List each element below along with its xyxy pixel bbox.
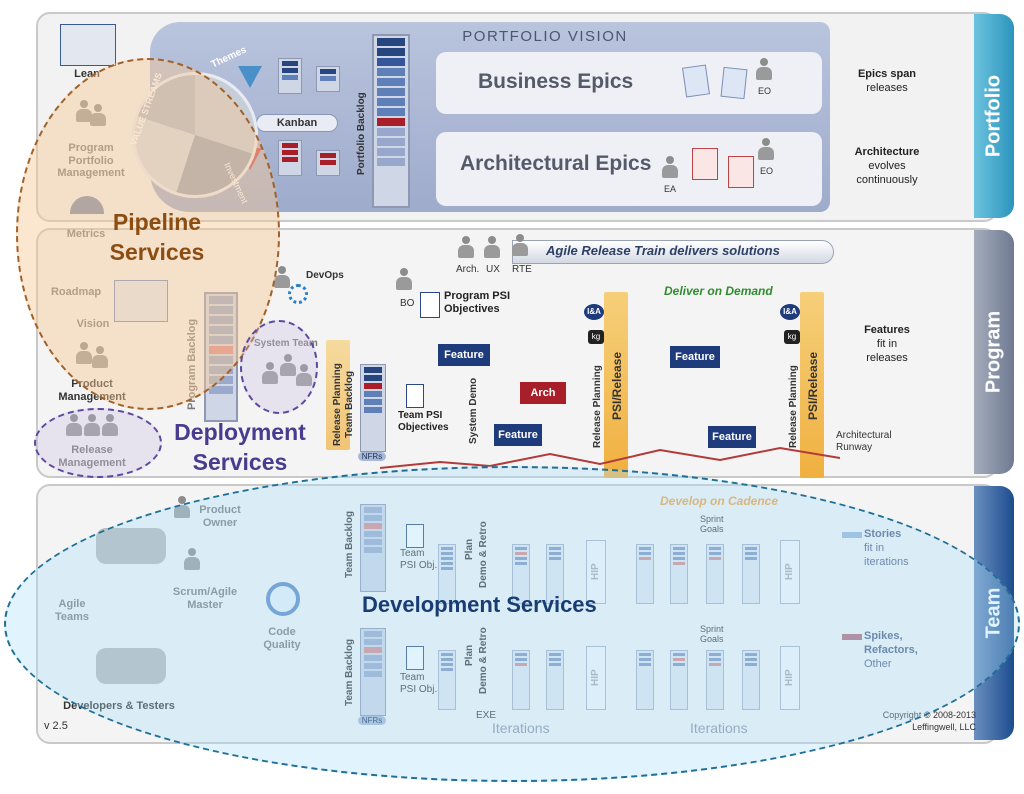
version-label: v 2.5 (44, 720, 68, 732)
devops-person-icon (274, 266, 290, 288)
business-epic-document-icon (682, 64, 710, 98)
deliver-on-demand-label: Deliver on Demand (664, 284, 773, 298)
pipeline-services-ring (16, 58, 280, 410)
portfolio-tab: Portfolio (974, 14, 1014, 218)
team-backlog-label: Team Backlog (344, 370, 355, 438)
architectural-epic-diagram-icon (728, 156, 754, 188)
program-tab: Program (974, 230, 1014, 474)
feature-card-1: Feature (438, 344, 490, 366)
arch-role-label: Arch. (456, 264, 480, 275)
rte-person-icon (512, 234, 528, 256)
kanban-label: Kanban (256, 114, 338, 132)
development-services-label: Development Services (362, 592, 597, 617)
psi-release-label-1: PSI/Release (610, 351, 624, 420)
feature-card-4: Feature (708, 426, 756, 448)
architectural-runway-line (380, 446, 840, 469)
arch-card: Arch (520, 382, 566, 404)
bo-person-icon (396, 268, 412, 290)
development-services-ring (4, 466, 1020, 782)
business-epic-document-icon (720, 66, 748, 100)
architectural-runway-label: Architectural Runway (836, 430, 892, 453)
portfolio-backlog-label: Portfolio Backlog (356, 92, 367, 175)
release-planning-label-3: Release Planning (788, 365, 799, 448)
portfolio-backlog-stack (372, 34, 410, 208)
art-arrow (512, 240, 834, 264)
release-management-ring (34, 408, 162, 478)
release-planning-label-2: Release Planning (592, 365, 603, 448)
ia-badge-1: I&A (584, 304, 604, 320)
kg-weight-icon-2: kg (784, 330, 800, 344)
team-psi-objectives-label: Team PSI Objectives (398, 410, 449, 433)
epic-owner-icon (756, 58, 772, 80)
eo-label-1: EO (758, 86, 772, 96)
rte-role-label: RTE (512, 264, 532, 275)
art-label: Agile Release Train delivers solutions (546, 243, 780, 258)
devops-label: DevOps (306, 270, 344, 281)
architectural-epic-diagram-icon (692, 148, 718, 180)
funnel-icon (238, 66, 262, 88)
kanban-column (278, 140, 302, 176)
lean-governance-icon (60, 24, 116, 66)
kanban-column (316, 150, 340, 176)
release-planning-label-1: Release Planning (332, 363, 343, 446)
architectural-epics-panel (436, 132, 822, 206)
system-team-ring (240, 320, 318, 414)
business-epics-panel (436, 52, 822, 114)
kanban-column (316, 66, 340, 92)
psi-objectives-doc-icon (420, 292, 440, 318)
system-demo-label: System Demo (468, 377, 479, 444)
devops-gear-icon (288, 284, 308, 304)
program-team-backlog-stack (360, 364, 386, 452)
eo-label-2: EO (760, 166, 774, 176)
bo-label: BO (400, 298, 415, 309)
team-psi-objectives-doc-icon (406, 384, 424, 408)
epic-owner-icon-2 (758, 138, 774, 160)
architectural-epics-title: Architectural Epics (460, 152, 652, 175)
kanban-column (278, 58, 302, 94)
feature-card-2: Feature (494, 424, 542, 446)
psi-release-label-2: PSI/Release (806, 351, 820, 420)
release-planning-bar (326, 340, 350, 450)
enterprise-architect-icon (662, 156, 678, 178)
ux-role-label: UX (486, 264, 500, 275)
ia-badge-2: I&A (780, 304, 800, 320)
ea-label: EA (664, 184, 677, 194)
ux-person-icon (484, 236, 500, 258)
arch-person-icon (458, 236, 474, 258)
nfrs-badge: NFRs (358, 452, 386, 461)
psi-release-bar-1 (604, 292, 628, 478)
portfolio-vision-banner: PORTFOLIO VISION (462, 28, 628, 45)
kg-weight-icon-1: kg (588, 330, 604, 344)
psi-release-bar-2 (800, 292, 824, 478)
program-psi-objectives-label: Program PSI Objectives (444, 290, 511, 316)
feature-card-3: Feature (670, 346, 720, 368)
business-epics-title: Business Epics (478, 70, 634, 93)
